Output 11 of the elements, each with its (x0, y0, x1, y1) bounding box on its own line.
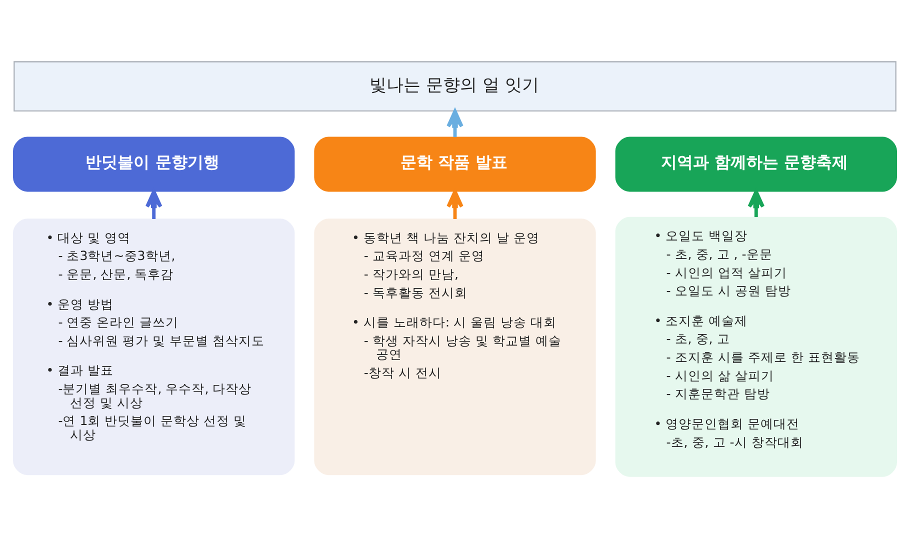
node-box: 지역과 함께하는 문향축제 (614, 136, 896, 192)
node-box: • 동학년 책 나눔 잔치의 날 운영 - 교육과정 연계 운영 - 작가와의 만남, - 독후활동 전시회 • 시를 노래하다: 시 울림 낭송 대회 - 학생 자작시 낭송 및 학교별 예술 공연 -창작 시 전시 (314, 218, 596, 476)
node-box: 문학 작품 발표 (314, 136, 596, 192)
arrow (747, 190, 764, 218)
node-box: 반딧불이 문향기행 (12, 136, 294, 192)
node-box: 빛나는 문향의 얼 잇기 (13, 61, 896, 112)
arrow (446, 110, 463, 138)
node-box: • 오일도 백일장 - 초, 중, 고 , -운문 - 시인의 업적 살피기 - 오일도 시 공원 탐방 • 조지훈 예술제 - 초, 중, 고 - 조지훈 시를 주제로 한 표현활동 - 시인의 삶 살피기 - 지훈문학관 탐방 • 영양문인협회 문예대전 -초, 중, 고 -시 창작대회 (614, 216, 896, 477)
arrow (144, 190, 162, 219)
node-box: • 대상 및 영역 - 초3학년~중3학년, - 운문, 산문, 독후감 • 운영 방법 - 연중 온라인 글쓰기 - 심사위원 평가 및 부문별 첨삭지도 • 결과 발표 -분기별 최우수작, 우수작, 다작상 선정 및 시상 -연 1회 반딧불이 문학상 선정 및 시상 (12, 218, 294, 476)
arrow (446, 190, 463, 219)
